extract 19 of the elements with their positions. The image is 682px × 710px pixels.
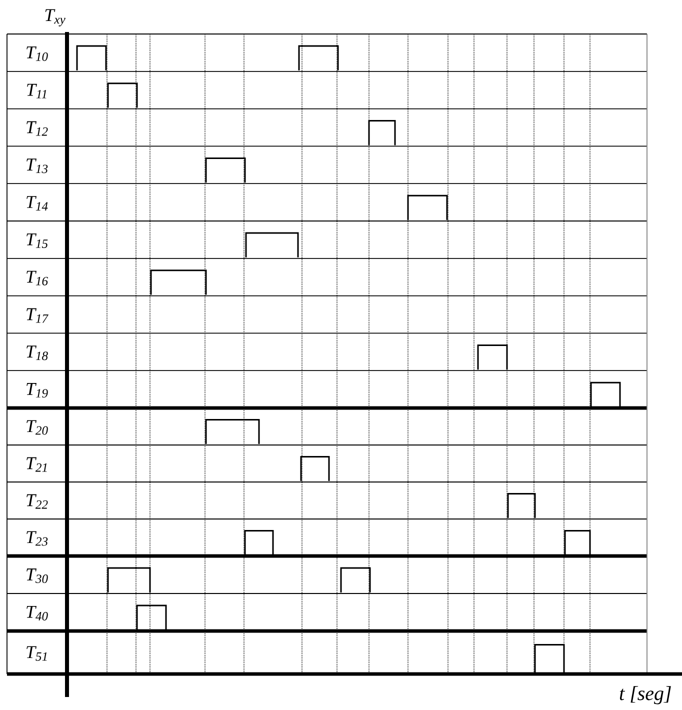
row-label: T$_{21}$ [26,457,47,472]
row-label: T$_{11}$ [27,84,46,98]
row-label: T$_{40}$ [26,606,48,620]
axis-label: t [seg] [620,686,671,704]
row-label: T$_{10}$ [26,46,48,61]
row-label: T$_{16}$ [26,270,48,286]
row-label: T$_{15}$ [26,233,48,248]
row-label: T$_{19}$ [26,383,48,398]
row-label: T$_{17}$ [26,308,48,323]
row-label: T$_{13}$ [26,158,48,174]
axis-label: T$_{xy}$ [45,9,66,26]
row-label: T$_{18}$ [26,346,48,360]
row-label: T$_{30}$ [26,568,48,584]
row-label: T$_{22}$ [26,494,48,509]
row-label: T$_{51}$ [26,646,47,661]
row-label: T$_{14}$ [26,196,48,210]
row-label: T$_{23}$ [26,531,48,546]
row-label: T$_{12}$ [26,121,48,136]
row-label: T$_{20}$ [26,420,48,435]
